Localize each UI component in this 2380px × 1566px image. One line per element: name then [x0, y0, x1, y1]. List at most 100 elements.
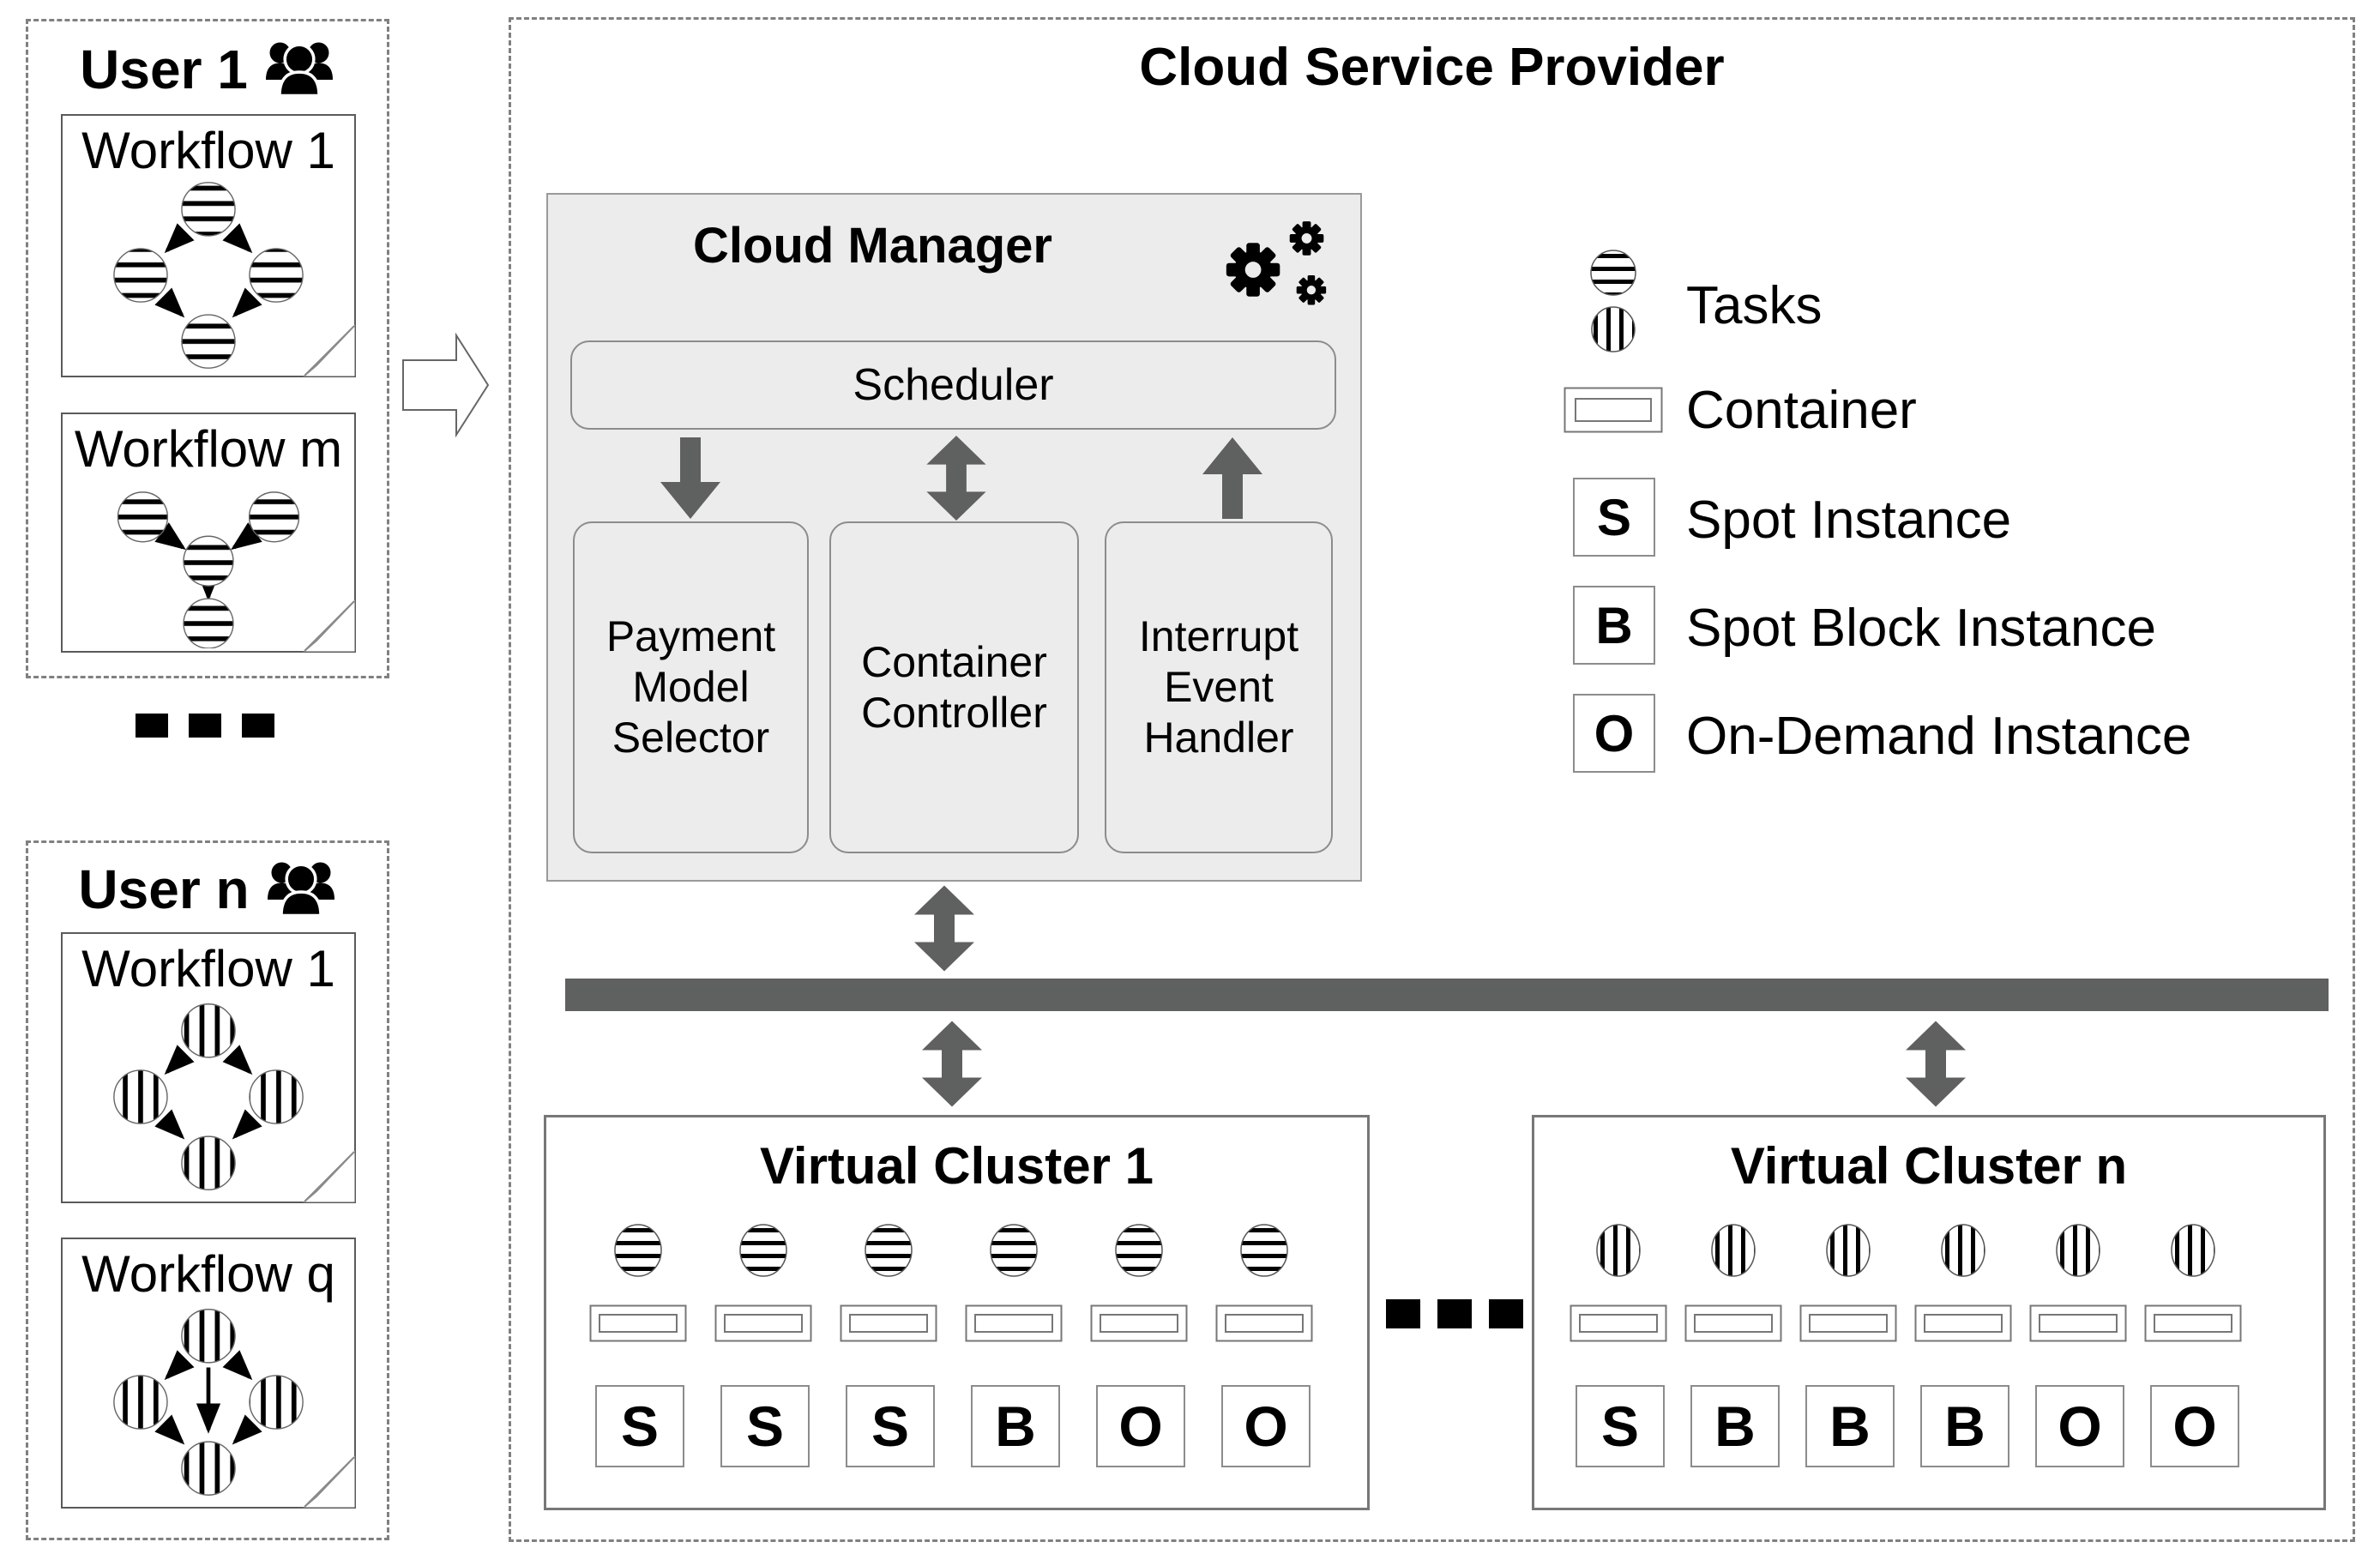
instance-box: O — [2150, 1385, 2239, 1467]
arrow-updown-icon — [914, 885, 974, 972]
task-icon — [990, 1224, 1038, 1277]
container-icon — [840, 1304, 937, 1342]
workflow-dag-merge-icon — [117, 491, 300, 648]
task-icon — [2056, 1224, 2100, 1277]
arrow-updown-icon — [926, 436, 986, 521]
user-panel-n: User n Workflow 1 — [26, 840, 389, 1540]
virtual-cluster-n-panel: Virtual Cluster n S B B B O O — [1532, 1115, 2326, 1510]
instance-box: B — [1920, 1385, 2009, 1467]
instance-letter: O — [2058, 1394, 2102, 1458]
task-icon — [1240, 1224, 1288, 1277]
instance-box: B — [1690, 1385, 1780, 1467]
spot-block-instance-symbol: B — [1573, 586, 1655, 665]
arrow-up-icon — [1202, 437, 1262, 519]
cloud-manager-panel: Cloud Manager Scheduler Payment Mode — [546, 193, 1362, 882]
legend-label-spot-block-instance: Spot Block Instance — [1686, 599, 2156, 658]
symbol-b: B — [1595, 596, 1633, 654]
instance-box: S — [846, 1385, 935, 1467]
instance-box: B — [971, 1385, 1060, 1467]
arrow-down-icon — [660, 437, 720, 519]
page-fold-icon — [303, 1150, 355, 1202]
instance-box: O — [1221, 1385, 1311, 1467]
instance-box: S — [1576, 1385, 1665, 1467]
user1-header: User 1 — [28, 37, 387, 102]
payment-model-selector-label: Payment Model Selector — [606, 612, 776, 762]
virtual-cluster-n-title: Virtual Cluster n — [1730, 1137, 2128, 1195]
instance-box: O — [2035, 1385, 2124, 1467]
workflow-card: Workflow 1 — [61, 932, 356, 1203]
container-icon — [2144, 1304, 2242, 1342]
task-icon — [614, 1224, 662, 1277]
container-icon — [1799, 1304, 1897, 1342]
workflow-title: Workflow q — [81, 1245, 335, 1303]
workflow-card: Workflow 1 — [61, 114, 356, 377]
users-group-icon — [267, 862, 334, 918]
interrupt-event-handler-label: Interrupt Event Handler — [1138, 612, 1299, 762]
instance-letter: B — [1944, 1394, 1985, 1458]
legend-label-container: Container — [1686, 381, 1917, 440]
workflow-card: Workflow m — [61, 413, 356, 653]
legend-label-spot-instance: Spot Instance — [1686, 491, 2012, 550]
user1-title: User 1 — [80, 39, 248, 100]
instance-letter: O — [1118, 1394, 1163, 1458]
ellipsis-dots — [26, 714, 384, 738]
cloud-manager-title: Cloud Manager — [693, 218, 1052, 274]
workflow-dag-diamond-icon — [113, 1003, 304, 1190]
container-icon — [1090, 1304, 1188, 1342]
arrow-updown-icon — [1906, 1021, 1966, 1107]
page-fold-icon — [303, 599, 355, 652]
workflow-dag-diamond-cross-icon — [113, 1309, 304, 1496]
container-icon — [2029, 1304, 2127, 1342]
instance-box: S — [595, 1385, 684, 1467]
task-icon — [1826, 1224, 1871, 1277]
symbol-o: O — [1594, 704, 1635, 762]
gears-icon — [1226, 221, 1327, 305]
instance-letter: S — [1600, 1394, 1640, 1458]
usern-header: User n — [28, 857, 387, 922]
container-icon — [714, 1304, 812, 1342]
instance-box: B — [1805, 1385, 1895, 1467]
instance-letter: O — [1244, 1394, 1288, 1458]
arrow-updown-icon — [922, 1021, 982, 1107]
task-icon — [2171, 1224, 2215, 1277]
user-panel-1: User 1 Workflow 1 — [26, 19, 389, 678]
scheduler-box: Scheduler — [570, 340, 1336, 430]
on-demand-instance-symbol: O — [1573, 694, 1655, 773]
payment-model-selector-box: Payment Model Selector — [573, 521, 809, 853]
workflow-title: Workflow 1 — [81, 940, 335, 997]
container-icon — [589, 1304, 687, 1342]
legend-label-on-demand-instance: On-Demand Instance — [1686, 707, 2192, 766]
instance-box: O — [1096, 1385, 1185, 1467]
instance-letter: S — [620, 1394, 660, 1458]
workflow-title: Workflow m — [74, 420, 343, 478]
symbol-s: S — [1596, 488, 1632, 546]
interrupt-event-handler-box: Interrupt Event Handler — [1105, 521, 1333, 853]
instance-letter: B — [995, 1394, 1036, 1458]
network-bus-bar — [565, 979, 2329, 1011]
task-icon — [1596, 1224, 1641, 1277]
page-fold-icon — [303, 1455, 355, 1508]
container-icon — [1215, 1304, 1313, 1342]
tasks-icon — [1590, 250, 1636, 352]
workflow-dag-diamond-icon — [113, 182, 304, 369]
workflow-title: Workflow 1 — [81, 122, 335, 179]
task-icon — [739, 1224, 787, 1277]
cloud-service-provider-panel: Cloud Service Provider Cloud Manager Sch… — [509, 17, 2355, 1542]
task-icon — [1711, 1224, 1756, 1277]
instance-letter: B — [1714, 1394, 1756, 1458]
task-icon — [865, 1224, 913, 1277]
container-icon — [1570, 1304, 1667, 1342]
page-fold-icon — [303, 324, 355, 376]
workflow-card: Workflow q — [61, 1238, 356, 1509]
container-icon — [1914, 1304, 2012, 1342]
instance-letter: S — [745, 1394, 785, 1458]
container-controller-box: Container Controller — [829, 521, 1079, 853]
ellipsis-dots — [1386, 1299, 1523, 1328]
usern-title: User n — [78, 858, 250, 920]
task-icon — [1115, 1224, 1163, 1277]
users-group-icon — [265, 42, 333, 98]
instance-letter: S — [871, 1394, 910, 1458]
spot-instance-symbol: S — [1573, 478, 1655, 557]
container-icon — [1564, 387, 1663, 433]
